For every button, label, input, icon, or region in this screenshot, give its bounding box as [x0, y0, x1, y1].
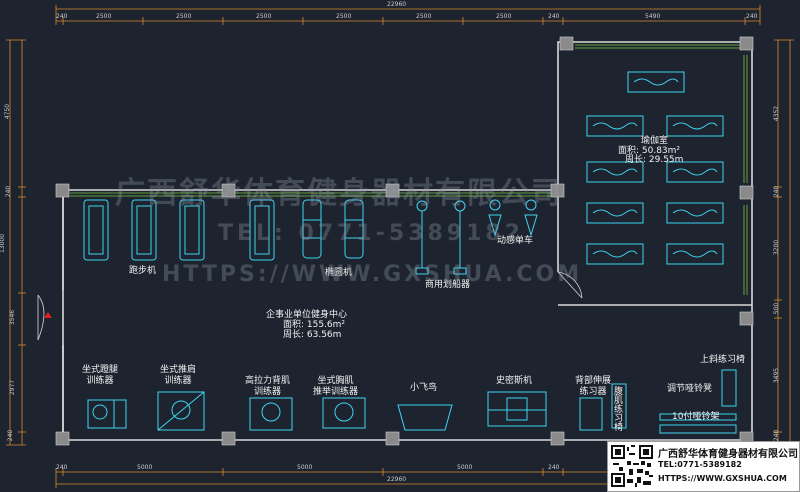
yoga-mats: [586, 71, 724, 265]
label-chest-press: 坐式胸肌 推举训练器: [313, 376, 359, 397]
dim-right-1: 4352: [773, 105, 781, 122]
label-gym-perimeter: 周长: 63.56m: [283, 330, 342, 340]
dim-right-4: 500: [773, 302, 781, 315]
pillars: [55, 36, 754, 446]
dim-top-3: 2500: [176, 13, 192, 20]
label-back-extension: 背部伸展 练习器: [575, 376, 612, 397]
label-gym-name: 企事业单位健身中心: [266, 310, 348, 320]
dim-top-7: 2500: [496, 13, 512, 20]
label-ab-trainer: 腹 肌 练 习 椅: [614, 387, 624, 433]
company-logo-box: 广西舒华体育健身器材有限公司 TEL:0771-5389182 HTTPS://…: [607, 441, 800, 492]
label-lat-pull: 高拉力背肌 训练器: [245, 376, 291, 397]
elliptical-machines: [302, 199, 364, 259]
dim-left-4: 3546: [9, 309, 17, 326]
logo-company-name: 广西舒华体育健身器材有限公司: [658, 449, 798, 460]
dimension-lines: [6, 5, 794, 488]
label-gym-area: 面积: 155.6m²: [283, 320, 346, 330]
label-fly: 小飞鸟: [410, 383, 438, 393]
dim-top-1: 240: [56, 13, 68, 20]
label-rower: 商用划船器: [425, 280, 471, 290]
qr-code-icon: [611, 445, 653, 487]
dim-left-5: 2977: [9, 379, 17, 396]
dim-top-6: 2500: [416, 13, 432, 20]
rowing-machines: [415, 200, 467, 275]
label-dumbbell-bench: 调节哑铃凳: [667, 384, 713, 394]
label-leg-press: 坐式蹬腿 训练器: [82, 365, 119, 386]
dim-bottom-3: 5000: [297, 464, 313, 471]
watermark-company: 广西舒华体育健身器材有限公司: [115, 176, 563, 211]
label-treadmill: 跑步机: [129, 266, 157, 276]
dim-top-5: 2500: [336, 13, 352, 20]
label-smith: 史密斯机: [496, 376, 533, 386]
dim-bottom-2: 5000: [137, 464, 153, 471]
dim-bottom-4: 5000: [457, 464, 473, 471]
dim-right-3: 3200: [773, 239, 781, 256]
dim-left-1: 4750: [4, 103, 12, 120]
watermark-tel: TEL: 0771-5389182: [218, 221, 525, 246]
dim-top-4: 2500: [256, 13, 272, 20]
windows: [70, 44, 748, 295]
label-elliptical: 椭圆机: [325, 268, 353, 278]
dim-total-top: 22960: [387, 1, 407, 8]
dim-bottom-5: 240: [548, 464, 560, 471]
dim-top-8: 240: [548, 13, 560, 20]
dim-right-2: 240: [773, 185, 781, 198]
dim-left-2: 240: [5, 185, 13, 198]
dim-total-bottom: 22960: [387, 476, 407, 483]
dim-right-5: 3495: [773, 367, 781, 384]
label-dumbbell-rack: 10付哑铃架: [672, 412, 720, 422]
treadmills: [83, 199, 275, 261]
logo-url: HTTPS://WWW.GXSHUA.COM: [658, 474, 787, 483]
label-yoga-area: 面积: 50.83m²: [618, 146, 681, 156]
strength-machines: [87, 369, 737, 434]
label-shoulder-press: 坐式推肩 训练器: [160, 365, 197, 386]
logo-tel: TEL:0771-5389182: [658, 460, 742, 469]
dim-bottom-1: 240: [56, 464, 68, 471]
dim-top-2: 2500: [96, 13, 112, 20]
label-yoga-perimeter: 周长: 29.55m: [625, 155, 684, 165]
dim-left-6: 240: [7, 429, 15, 442]
dim-top-10: 240: [746, 13, 758, 20]
label-incline-bench: 上斜练习椅: [700, 355, 746, 365]
label-yoga-room: 瑜伽室: [641, 136, 669, 146]
spin-bikes: [488, 199, 538, 237]
dim-left-3: 13000: [0, 233, 7, 254]
dim-top-9: 5490: [645, 13, 661, 20]
doors: [37, 271, 583, 341]
label-spin-bike: 动感单车: [497, 236, 534, 246]
watermark-url: HTTPS://WWW.GXSHUA.COM: [162, 262, 583, 287]
entrance-marker-icon: [44, 312, 52, 318]
dim-right-6: 240: [773, 429, 781, 442]
